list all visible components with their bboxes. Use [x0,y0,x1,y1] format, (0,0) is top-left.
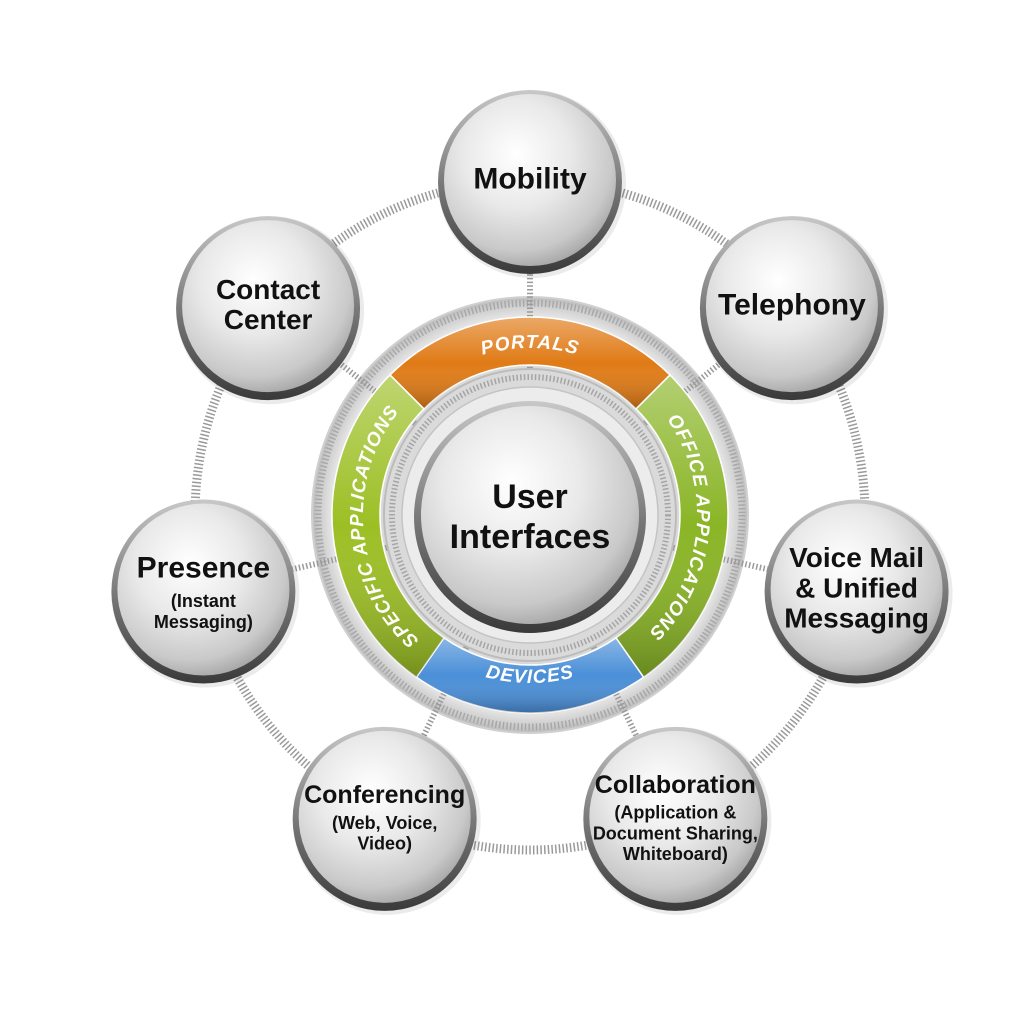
node-subtitle-line: (Instant [171,591,236,611]
node-telephony[interactable]: Telephony [699,216,888,405]
node-title-line: Presence [137,551,270,584]
node-subtitle-line: Whiteboard) [623,844,728,864]
node-subtitle-line: (Web, Voice, [332,813,437,833]
node-title-line: Telephony [718,289,866,322]
center-label-line: User [492,478,568,516]
node-collaboration[interactable]: Collaboration (Application &Document Shar… [583,726,772,915]
node-title-line: Center [224,304,313,335]
band-portals-shade [389,317,671,409]
node-title-line: Conferencing [304,781,465,809]
node-sphere [298,730,471,903]
node-subtitle-line: Messaging) [154,612,253,632]
node-sphere [182,220,355,393]
node-subtitle-line: Document Sharing, [593,823,758,843]
node-title-line: Mobility [473,162,587,195]
node-sphere [589,730,762,903]
node-title-line: Voice Mail [789,542,924,573]
band-office-shade [616,374,728,678]
node-title-line: Contact [216,274,320,305]
band-specific-shade [332,374,444,678]
center-sphere [421,406,639,624]
inner-ticks [389,374,671,656]
node-conferencing[interactable]: Conferencing (Web, Voice,Video) [292,726,481,915]
node-sphere [705,220,878,393]
node-title-line: Messaging [784,603,929,634]
node-title-line: Collaboration [595,771,756,799]
center-label-line: Interfaces [450,518,611,556]
node-title-line: & Unified [795,572,918,603]
node-sphere [444,94,616,266]
node-subtitle-line: (Application & [614,803,736,823]
hub-outer-ticks [314,299,746,731]
node-sphere [117,503,290,676]
node-subtitle-line: Video) [357,834,412,854]
band-devices-shade [416,637,644,713]
node-sphere [770,503,943,676]
node-mobility[interactable]: Mobility [438,90,626,278]
